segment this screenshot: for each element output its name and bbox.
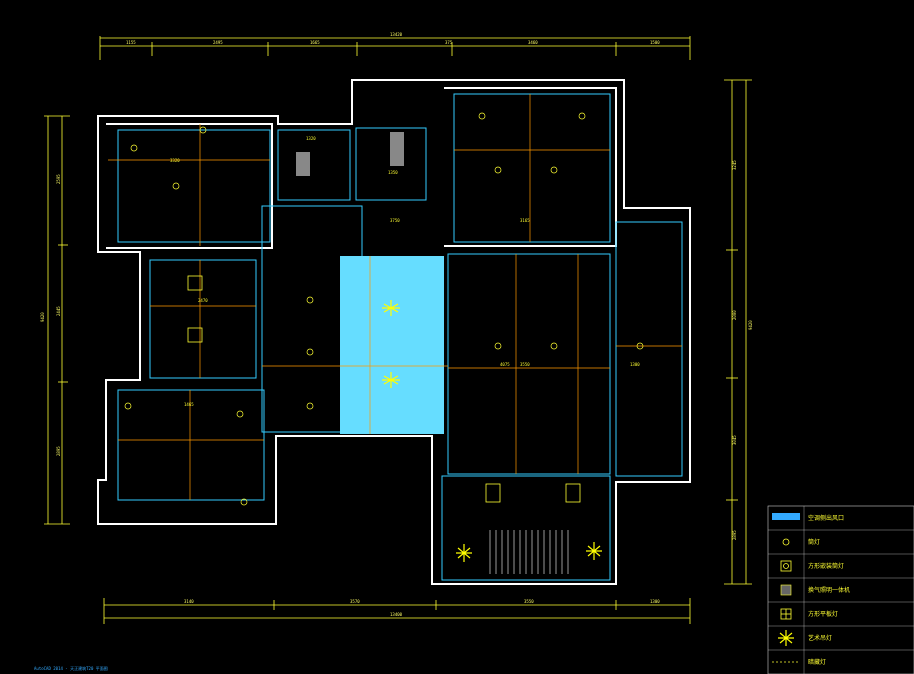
room-dim-4: 1350	[388, 170, 398, 175]
legend-pendant-icon	[778, 630, 794, 646]
room-dim-10: 1300	[630, 362, 640, 367]
legend-label-panel-light: 方形平板灯	[808, 610, 838, 618]
right-total-dimension: 9420	[748, 320, 753, 330]
top-dim-5: 3460	[528, 40, 538, 45]
bottom-dim-4: 1300	[650, 599, 660, 604]
legend-label-pendant: 艺术吊灯	[808, 634, 832, 642]
legend-label-exhaust-light: 换气照明一体机	[808, 586, 850, 594]
top-dim-1: 1155	[126, 40, 136, 45]
right-dim-4: 2895	[732, 530, 737, 540]
right-dim-2: 2000	[732, 310, 737, 320]
room-dim-3: 1320	[306, 136, 316, 141]
bottom-dim-3: 3550	[524, 599, 534, 604]
bath-fixture	[390, 132, 404, 166]
bottom-dim-1: 3140	[184, 599, 194, 604]
stair-treads	[489, 530, 569, 574]
legend-panel	[767, 505, 914, 674]
footnote-caption: AutoCAD 2014 - 天正建筑T20 平面图	[34, 666, 108, 671]
legend-label-ac-vent: 空调侧出风口	[808, 514, 844, 522]
top-dim-3: 1665	[310, 40, 320, 45]
ceiling-axis-lines	[108, 94, 682, 500]
top-dim-6: 1500	[650, 40, 660, 45]
room-dim-8: 4075	[500, 362, 510, 367]
left-dim-3: 2895	[56, 446, 61, 456]
interior-walls	[117, 93, 683, 581]
right-dim-1: 3245	[732, 160, 737, 170]
room-dim-1: 3320	[170, 158, 180, 163]
exterior-walls	[97, 79, 691, 585]
left-total-dimension: 9420	[40, 312, 45, 322]
legend-label-square-downlight: 方形嵌装筒灯	[808, 562, 844, 570]
legend-panel-light-icon	[780, 608, 792, 620]
downlight-fixtures	[124, 112, 644, 506]
left-dimension	[44, 115, 70, 525]
square-recessed-lights	[187, 275, 581, 503]
legend-label-downlight: 筒灯	[808, 538, 820, 546]
highlight-ceiling-zone	[340, 256, 444, 434]
left-dim-2: 2445	[56, 306, 61, 316]
top-dim-2: 2495	[213, 40, 223, 45]
legend-square-downlight-icon	[780, 560, 792, 572]
bottom-dim-2: 3570	[350, 599, 360, 604]
room-dim-7: 1465	[184, 402, 194, 407]
room-dim-6: 2470	[198, 298, 208, 303]
right-dim-3: 3045	[732, 435, 737, 445]
top-dimension	[99, 36, 691, 60]
legend-ac-vent-icon	[772, 513, 800, 520]
kitchen-counter	[296, 152, 310, 176]
room-dim-5: 3750	[390, 218, 400, 223]
room-dim-9: 3550	[520, 362, 530, 367]
room-dim-2: 3165	[520, 218, 530, 223]
left-dim-1: 2595	[56, 174, 61, 184]
bottom-dimension	[103, 598, 691, 624]
top-dim-4: 375	[445, 40, 453, 45]
top-total-dimension: 13420	[390, 32, 403, 37]
legend-downlight-icon	[782, 538, 790, 546]
bottom-total-dimension: 13400	[390, 612, 403, 617]
legend-label-cove-light: 暗藏灯	[808, 658, 826, 666]
legend-exhaust-light-icon	[780, 584, 792, 596]
right-dimension	[724, 79, 752, 585]
pendant-lights	[382, 300, 602, 562]
